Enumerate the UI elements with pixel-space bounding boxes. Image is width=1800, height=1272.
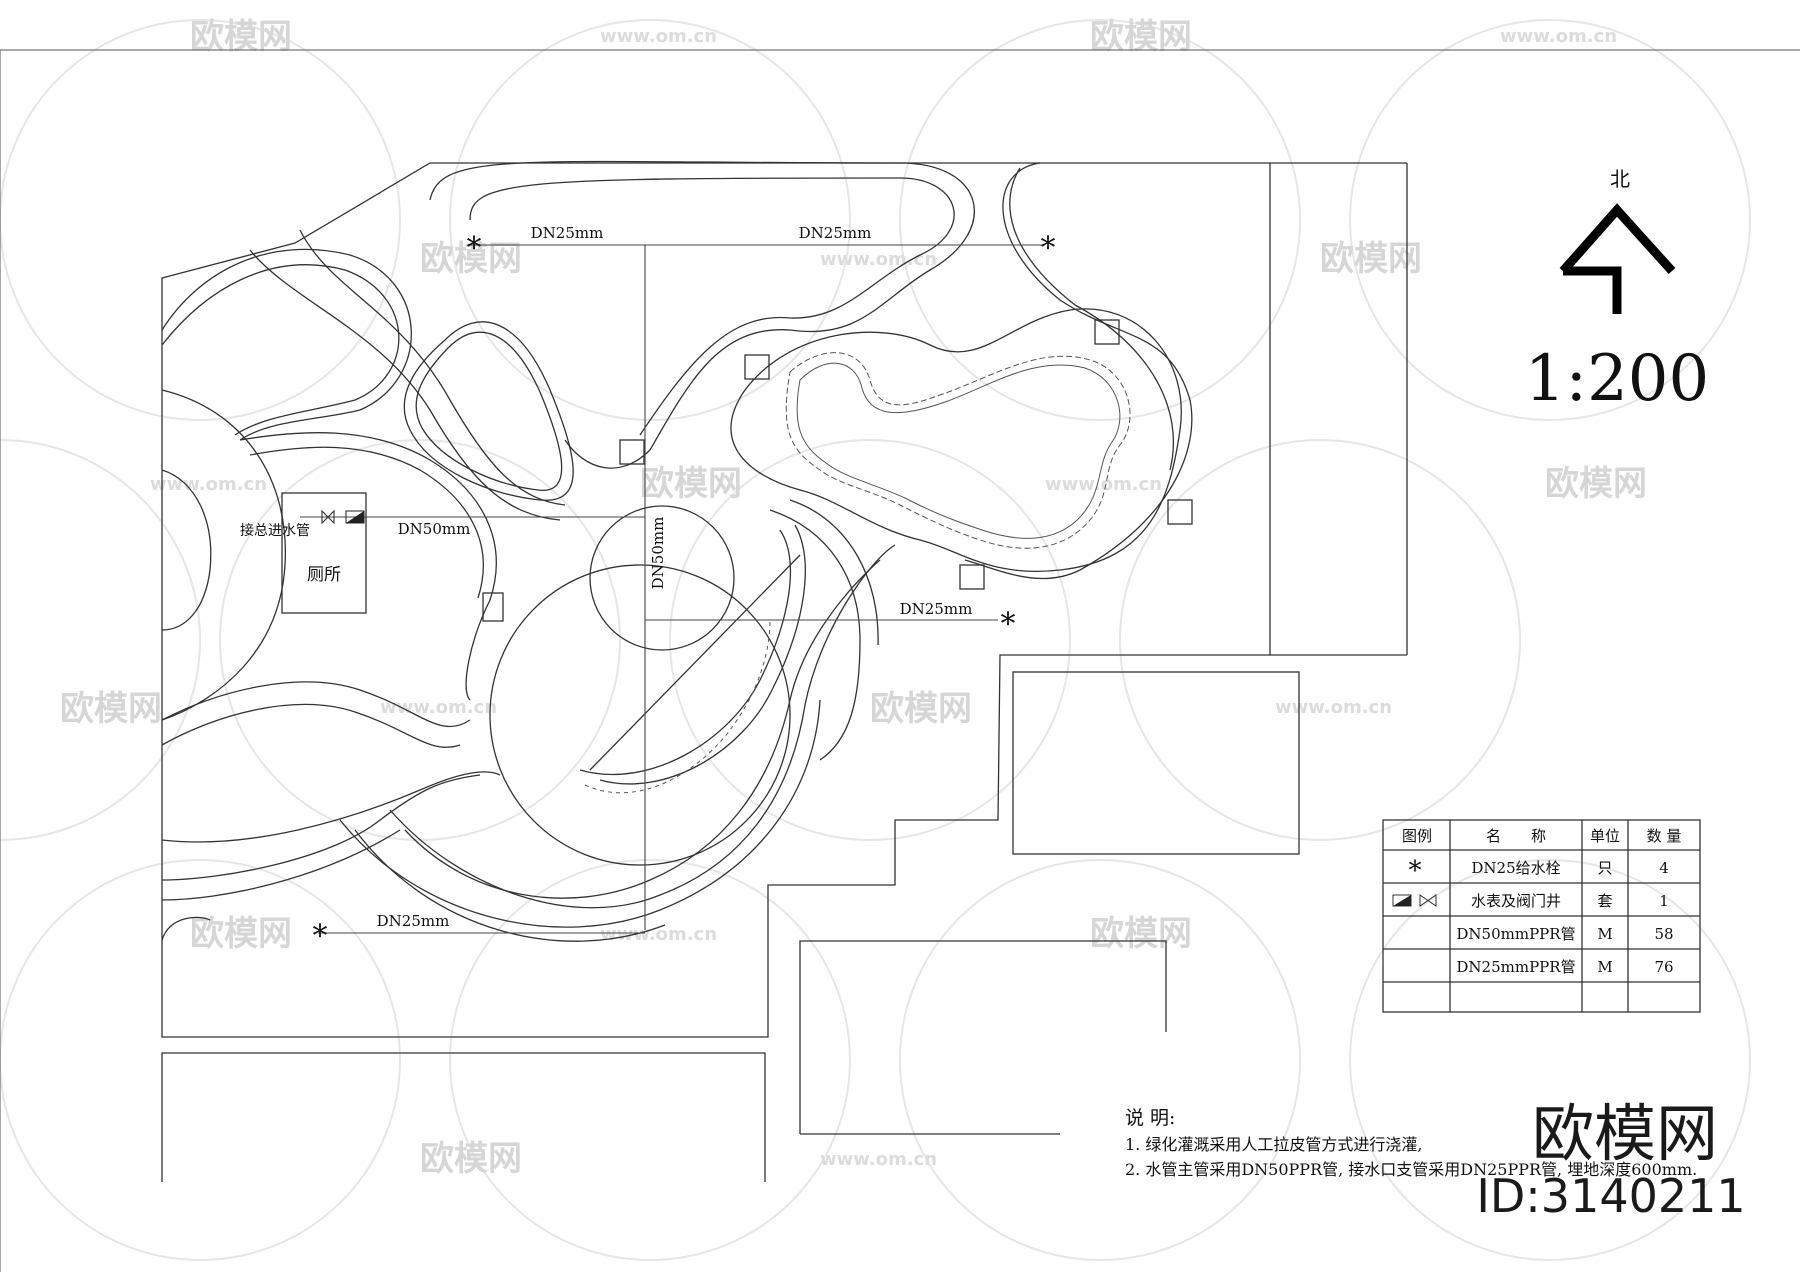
main-inlet-label: 接总进水管 [240,522,310,539]
central-plaza [339,499,896,942]
table-cell: DN25mmPPR管 [1456,958,1575,976]
table-cell: M [1597,925,1612,943]
watermark-brand: 欧模网 [420,239,522,279]
table-cell: DN50mmPPR管 [1456,925,1575,943]
garden-paths [161,160,1193,941]
building-block-south [799,940,1167,1134]
table-cell: 只 [1597,859,1612,877]
note-item: 2. 水管主管采用DN50PPR管, 接水口支管采用DN25PPR管, 埋地深度… [1125,1160,1697,1179]
north-arrow: 北 [1559,167,1676,314]
pipe-label-dn25: DN25mm [799,224,872,242]
table-cell: DN25给水栓 [1471,859,1560,877]
meter-valve-symbol [300,509,365,525]
pipe-label-dn50-vertical: DN50mm [649,517,667,590]
watermark-url: www.om.cn [150,474,267,495]
brand-id: ID:3140211 [1476,1169,1745,1223]
legend-meter-valve-icon [1392,894,1437,907]
table-cell: 58 [1654,925,1673,943]
table-header: 单位 [1590,827,1620,845]
watermark-brand: 欧模网 [190,17,292,57]
watermark-url: www.om.cn [1500,26,1617,47]
pipe-label-dn25: DN25mm [377,912,450,930]
inspection-pits [482,319,1193,622]
table-cell: M [1597,958,1612,976]
svg-text:*: * [1001,607,1016,642]
legend-table: 图例 名 称 单位 数 量 * DN25给水栓 只 4 水表及阀门井 套 1 D… [1382,819,1701,1013]
svg-text:*: * [313,919,328,954]
large-circle-plaza [489,564,791,866]
brand-watermark: 欧模网 ID:3140211 [1476,1097,1745,1223]
pond [730,308,1182,572]
watermark-brand: 欧模网 [870,689,972,729]
watermark-url: www.om.cn [1275,697,1392,718]
hydrant-asterisk: * * * * [313,231,1056,954]
pipe-label-dn25: DN25mm [900,600,973,618]
pipe-label-dn50: DN50mm [398,520,471,538]
toilet-label: 厕所 [307,565,341,585]
watermark-brand: 欧模网 [1090,17,1192,57]
small-circle-plaza [589,505,735,651]
table-cell: 水表及阀门井 [1471,892,1561,910]
watermark-url: www.om.cn [600,924,717,945]
svg-text:*: * [1041,231,1056,266]
watermark-brand: 欧模网 [1545,464,1647,504]
watermark-brand: 欧模网 [640,464,742,504]
sheet-frame [0,49,1800,1272]
watermark-url: www.om.cn [820,1149,937,1170]
building-block-southwest [161,1052,766,1182]
watermark-brand: 欧模网 [190,914,292,954]
table-cell: 76 [1654,958,1673,976]
watermark-brand: 欧模网 [1090,914,1192,954]
watermark-url: www.om.cn [380,697,497,718]
table-cell: 4 [1659,859,1669,877]
svg-text:*: * [467,231,482,266]
toilet-building [281,492,367,614]
table-header: 图例 [1402,827,1432,845]
north-label: 北 [1610,167,1630,191]
pipe-label-dn25: DN25mm [531,224,604,242]
table-header: 数 量 [1647,827,1682,845]
notes: 说 明: 1. 绿化灌溉采用人工拉皮管方式进行浇灌, 2. 水管主管采用DN50… [1125,1107,1697,1179]
watermark-url: www.om.cn [600,26,717,47]
notes-title: 说 明: [1125,1107,1175,1129]
note-item: 1. 绿化灌溉采用人工拉皮管方式进行浇灌, [1125,1135,1422,1154]
watermark-url: www.om.cn [1045,474,1162,495]
building-blocks: 厕所 [161,492,1300,1182]
legend-hydrant-icon: * [1409,856,1422,886]
watermark-layer: 欧模网 欧模网 www.om.cn www.om.cn 欧模网 欧模网 www.… [0,17,1751,1261]
watermark-brand: 欧模网 [1320,239,1422,279]
table-cell: 套 [1597,892,1612,910]
irrigation-pipes: DN25mm DN25mm DN50mm DN50mm DN25mm DN25m… [240,224,1056,954]
brand-name: 欧模网 [1532,1097,1718,1170]
site-boundary [161,162,1408,1038]
watermark-brand: 欧模网 [420,1139,522,1179]
scale-label: 1:200 [1525,342,1709,416]
watermark-brand: 欧模网 [60,689,162,729]
table-header: 名 称 [1486,827,1546,845]
watermark-url: www.om.cn [820,249,937,270]
building-block-east [1012,671,1300,855]
table-cell: 1 [1659,892,1669,910]
